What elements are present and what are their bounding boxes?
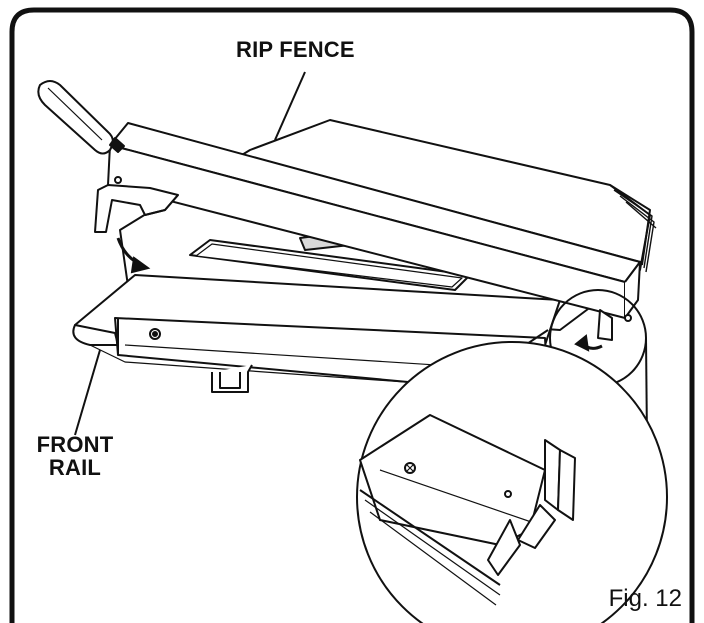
detail-magnified	[359, 414, 576, 606]
figure-frame	[9, 7, 695, 623]
figure-caption: Fig. 12	[608, 585, 682, 612]
rip-fence-label: RIP FENCE	[236, 37, 355, 62]
leader-lines	[74, 71, 306, 436]
rip-fence	[94, 122, 643, 341]
fence-handle	[37, 80, 125, 155]
front-rail-label-line2: RAIL	[48, 455, 102, 481]
front-rail-label-line1: FRONT	[36, 432, 114, 457]
front-rail-label: FRONT RAIL	[20, 433, 130, 479]
rotation-arrows	[116, 237, 603, 352]
